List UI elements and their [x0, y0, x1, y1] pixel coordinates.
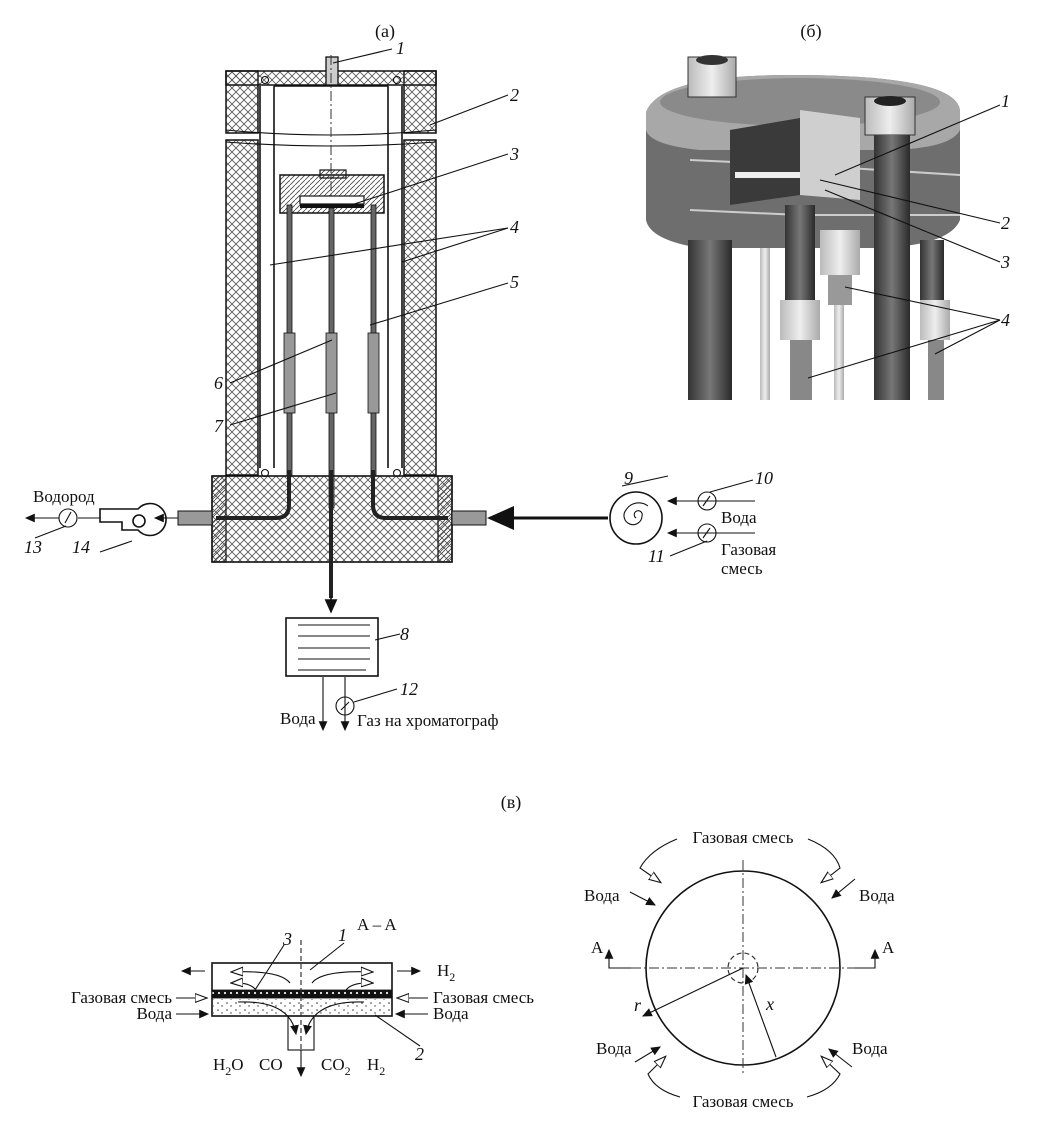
- label-hydrogen: Водород: [33, 487, 95, 506]
- callout-a-3: 3: [509, 144, 519, 164]
- callout-a-6: 6: [214, 373, 223, 393]
- mixer-9-icon: [609, 491, 663, 545]
- callout-a-11: 11: [648, 546, 665, 566]
- section-view: A – A 3 1 2: [71, 915, 534, 1078]
- cell-assembly: [279, 169, 385, 214]
- callout-b-3: 3: [1000, 252, 1010, 272]
- label-water-left: Вода: [136, 1004, 172, 1023]
- callout-a-8: 8: [400, 624, 409, 644]
- callout-leaders-b: [807, 104, 1001, 379]
- panel-c-caption: (в): [501, 792, 522, 813]
- label-gas-mix-left: Газовая смесь: [71, 988, 172, 1007]
- panel-b-caption: (б): [800, 21, 821, 42]
- label-gas-mix-right: Газовая смесь: [433, 988, 534, 1007]
- insulated-housing: [225, 70, 437, 478]
- top-fitting: [325, 56, 339, 86]
- label-water-br: Вода: [852, 1039, 888, 1058]
- callout-c-2: 2: [415, 1044, 424, 1064]
- panel-b: (б): [646, 21, 1016, 400]
- callout-c-1: 1: [338, 925, 347, 945]
- plan-view: r x A A Газовая смесь Газовая смесь Вода…: [584, 828, 895, 1111]
- label-gas-mix-1: Газовая: [721, 540, 776, 559]
- gauge-12-icon: [335, 696, 355, 716]
- callout-a-12: 12: [400, 679, 418, 699]
- panel-a: (а): [24, 21, 776, 732]
- callout-a-2: 2: [510, 85, 519, 105]
- product-co2: CO2: [321, 1055, 351, 1078]
- label-gas-mix-2: смесь: [721, 559, 763, 578]
- hydrogen-outlet: [24, 502, 178, 537]
- gauge-10-icon: [697, 491, 717, 511]
- label-gas-top: Газовая смесь: [692, 828, 793, 847]
- cell-photo-render: [646, 55, 1016, 400]
- panel-a-caption: (а): [375, 21, 395, 42]
- callout-a-1: 1: [396, 38, 405, 58]
- radius-label: r: [634, 995, 642, 1015]
- blower-icon: [99, 502, 167, 537]
- product-h2o: H2O: [213, 1055, 244, 1078]
- label-water-out: Вода: [280, 709, 316, 728]
- label-gas-to-chromatograph: Газ на хроматограф: [357, 711, 498, 730]
- callout-leaders-a: [34, 48, 754, 703]
- label-water-in: Вода: [721, 508, 757, 527]
- panel-c: (в) A – A: [71, 792, 895, 1111]
- callout-b-1: 1: [1001, 91, 1010, 111]
- callout-a-10: 10: [755, 468, 773, 488]
- membrane-layer: [211, 989, 393, 999]
- label-h2-out: H2: [437, 961, 455, 984]
- callout-a-4: 4: [510, 217, 519, 237]
- callout-a-13: 13: [24, 537, 42, 557]
- callout-b-2: 2: [1001, 213, 1010, 233]
- base-block: [177, 470, 487, 598]
- callout-b-4: 4: [1001, 310, 1010, 330]
- callout-c-3: 3: [282, 929, 292, 949]
- callout-a-9: 9: [624, 468, 633, 488]
- label-gas-bottom: Газовая смесь: [692, 1092, 793, 1111]
- callout-a-14: 14: [72, 537, 90, 557]
- gauge-11-icon: [697, 523, 717, 543]
- product-co: CO: [259, 1055, 283, 1074]
- section-marker-left: A: [591, 938, 604, 957]
- label-water-right: Вода: [433, 1004, 469, 1023]
- label-water-tr: Вода: [859, 886, 895, 905]
- x-label: x: [765, 994, 774, 1014]
- label-water-tl: Вода: [584, 886, 620, 905]
- condenser: [285, 617, 379, 732]
- section-marker-right: A: [882, 938, 895, 957]
- callout-a-7: 7: [214, 416, 224, 436]
- callout-a-5: 5: [510, 272, 519, 292]
- section-title: A – A: [357, 915, 397, 934]
- product-h2: H2: [367, 1055, 385, 1078]
- inlet-mixer: [487, 491, 755, 545]
- label-water-bl: Вода: [596, 1039, 632, 1058]
